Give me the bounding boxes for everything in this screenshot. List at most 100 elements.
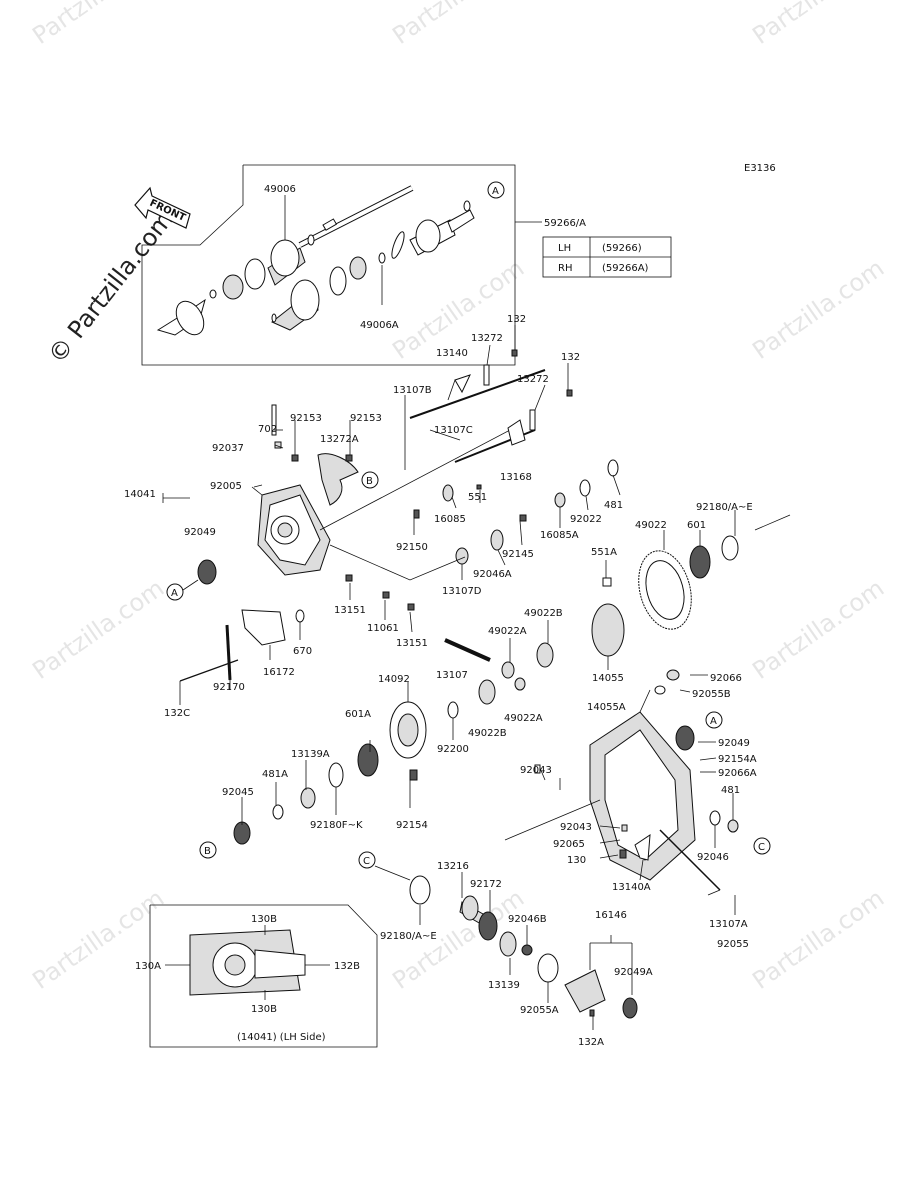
ref-a-top xyxy=(487,181,505,199)
case-14055A xyxy=(504,669,739,891)
label-49006A: 49006A xyxy=(360,320,399,331)
label-92150: 92150 xyxy=(396,542,428,553)
inset-caption: (14041) (LH Side) xyxy=(237,1032,326,1043)
label-132C: 132C xyxy=(164,708,190,719)
gear-case-14041 xyxy=(257,484,331,576)
driveshaft-parts xyxy=(156,185,475,336)
label-481A: 481A xyxy=(262,769,288,780)
plate-13272A xyxy=(317,453,359,506)
label-92005: 92005 xyxy=(210,481,242,492)
label-13151-left: 13151 xyxy=(334,605,366,616)
assembly-label: 59266/A xyxy=(544,218,586,229)
table-rh-side: RH xyxy=(558,263,572,274)
watermark-3: Partzilla.com xyxy=(747,0,889,50)
label-16085A: 16085A xyxy=(540,530,579,541)
label-92066: 92066 xyxy=(710,673,742,684)
diagram-code: E3136 xyxy=(744,163,776,174)
label-13168: 13168 xyxy=(500,472,532,483)
label-132-top: 132 xyxy=(507,314,526,325)
label-13107C: 13107C xyxy=(434,425,473,436)
label-13107: 13107 xyxy=(436,670,468,681)
ref-b-top-label: B xyxy=(366,476,373,487)
ref-b-bottom xyxy=(199,841,217,859)
label-49022: 49022 xyxy=(635,520,667,531)
label-670: 670 xyxy=(293,646,312,657)
table-lh-part: (59266) xyxy=(602,243,642,254)
watermark-2: Partzilla.com xyxy=(387,0,529,50)
label-14055A: 14055A xyxy=(587,702,626,713)
ref-a-left-label: A xyxy=(171,588,178,599)
table-rh-part: (59266A) xyxy=(602,263,649,274)
label-551A: 551A xyxy=(591,547,617,558)
label-13272-second: 13272 xyxy=(517,374,549,385)
label-92170: 92170 xyxy=(213,682,245,693)
watermark-1: Partzilla.com xyxy=(27,0,169,50)
label-92049-right: 92049 xyxy=(718,738,750,749)
carrier-14092 xyxy=(233,701,459,845)
driveshaft-box xyxy=(141,164,516,366)
watermark-8: Partzilla.com xyxy=(27,884,169,995)
label-92049-left: 92049 xyxy=(184,527,216,538)
assembly-table: LH (59266) RH (59266A) xyxy=(542,236,672,278)
label-132A: 132A xyxy=(578,1037,604,1048)
label-14055: 14055 xyxy=(592,673,624,684)
label-13107D: 13107D xyxy=(442,586,482,597)
ref-a-left xyxy=(166,583,184,601)
label-132B: 132B xyxy=(334,961,360,972)
watermark-6: Partzilla.com xyxy=(27,574,169,685)
label-92066A: 92066A xyxy=(718,768,757,779)
label-92154: 92154 xyxy=(396,820,428,831)
label-702: 702 xyxy=(258,424,277,435)
label-92043-top: 92043 xyxy=(520,765,552,776)
label-130A: 130A xyxy=(135,961,161,972)
inset-lh-side xyxy=(149,904,378,1048)
label-14041: 14041 xyxy=(124,489,156,500)
label-13107A: 13107A xyxy=(709,919,748,930)
label-130B-top: 130B xyxy=(251,914,277,925)
label-11061: 11061 xyxy=(367,623,399,634)
label-92172: 92172 xyxy=(470,879,502,890)
watermark-5: Partzilla.com xyxy=(747,254,889,365)
label-16085: 16085 xyxy=(434,514,466,525)
label-92046A: 92046A xyxy=(473,569,512,580)
ref-a-right xyxy=(705,711,723,729)
label-92022: 92022 xyxy=(570,514,602,525)
seal-92049 xyxy=(197,559,217,585)
label-16172: 16172 xyxy=(263,667,295,678)
table-lh-side: LH xyxy=(558,243,571,254)
label-49022B-bottom: 49022B xyxy=(468,728,507,739)
label-92037: 92037 xyxy=(212,443,244,454)
ref-a-top-label: A xyxy=(492,186,499,197)
label-92180FK: 92180F~K xyxy=(310,820,363,831)
label-13139: 13139 xyxy=(488,980,520,991)
leader-lines xyxy=(162,325,736,1030)
label-49022B-top: 49022B xyxy=(524,608,563,619)
label-92055A: 92055A xyxy=(520,1005,559,1016)
label-92200: 92200 xyxy=(437,744,469,755)
label-92154A: 92154A xyxy=(718,754,757,765)
label-13107B: 13107B xyxy=(393,385,432,396)
differential xyxy=(444,514,791,705)
label-13272A: 13272A xyxy=(320,434,359,445)
label-13216: 13216 xyxy=(437,861,469,872)
label-92046B: 92046B xyxy=(508,914,547,925)
label-92049A: 92049A xyxy=(614,967,653,978)
label-13139A: 13139A xyxy=(291,749,330,760)
label-92180AE-top: 92180/A~E xyxy=(696,502,753,513)
label-601A: 601A xyxy=(345,709,371,720)
label-13151-right: 13151 xyxy=(396,638,428,649)
label-92046: 92046 xyxy=(697,852,729,863)
label-92043-bottom: 92043 xyxy=(560,822,592,833)
ref-c-right-label: C xyxy=(758,842,765,853)
label-49022A-top: 49022A xyxy=(488,626,527,637)
label-601: 601 xyxy=(687,520,706,531)
ref-b-top xyxy=(361,471,379,489)
part-labels: 132 13272 13140 132 13272 13107B 702 921… xyxy=(124,314,757,1048)
label-13272-top: 13272 xyxy=(471,333,503,344)
watermark-7: Partzilla.com xyxy=(747,574,889,685)
ref-c-bottom-label: C xyxy=(363,856,370,867)
label-14092: 14092 xyxy=(378,674,410,685)
label-92153-right: 92153 xyxy=(350,413,382,424)
label-92055B: 92055B xyxy=(692,689,731,700)
